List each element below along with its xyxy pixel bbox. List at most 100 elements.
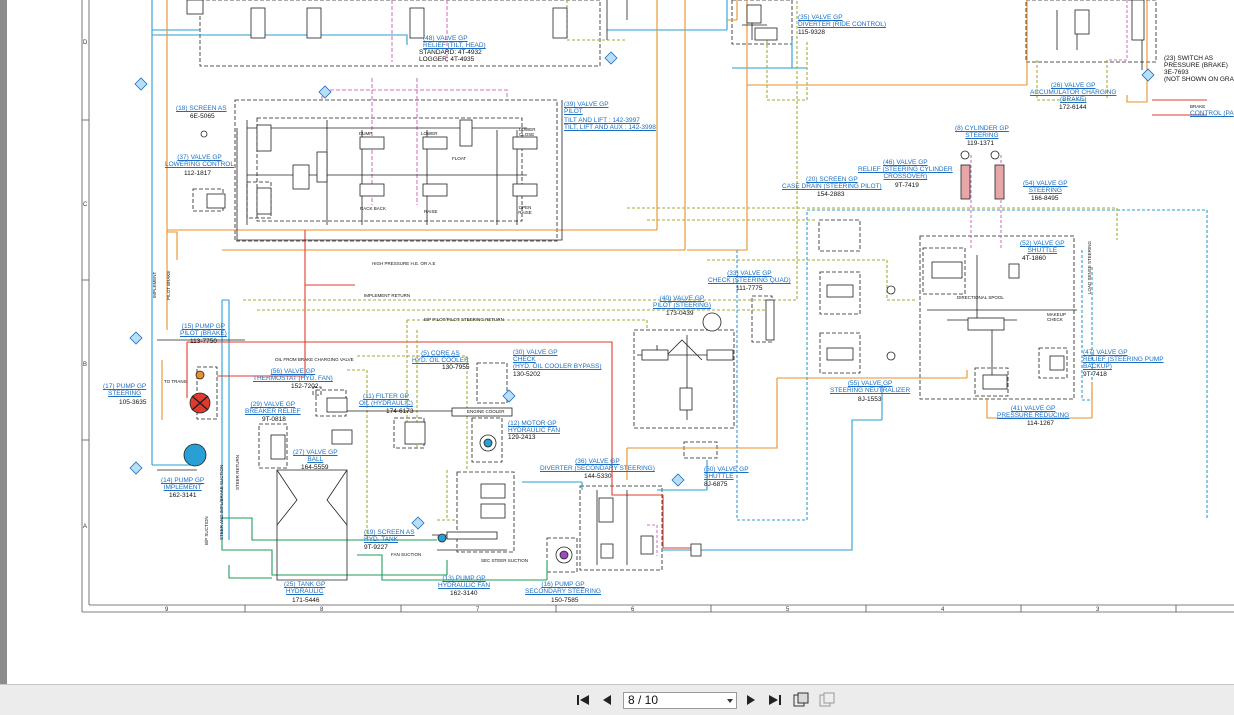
pn-55: 8J-1553 [858, 396, 882, 403]
page-number-select[interactable]: 8 / 10 [623, 692, 737, 709]
note-lower: LOWER [421, 131, 438, 136]
pn-20: 154-2883 [817, 191, 845, 198]
note-bp-pilot: B/P PILOT/PILOT STEERING RETURN [424, 317, 504, 322]
page-number-value: 8 / 10 [628, 693, 659, 707]
pn-15: 113-7750 [190, 338, 217, 345]
note-load-sense: LOAD SENSE STEERING [1087, 240, 1092, 294]
pn-13: 162-3140 [450, 590, 478, 597]
pn-17: 105-3635 [119, 399, 147, 406]
grid-row-a: A [83, 524, 87, 530]
label-control[interactable]: CONTROL (PA [1190, 110, 1234, 117]
note-brake: BRAKE [1190, 104, 1206, 109]
note-implement: IMPLEMENT [152, 271, 157, 298]
pn-27: 164-5559 [301, 464, 329, 471]
note-oil-brake: OIL FROM BRAKE CHARGING VALVE [275, 357, 354, 362]
next-page-icon [747, 695, 755, 705]
hydraulic-schematic: D C B A 9 8 7 6 5 4 3 [81, 0, 1234, 613]
grid-row-b: B [83, 362, 87, 368]
pn-50: 8J-6875 [704, 481, 728, 488]
pn-16: 150-7585 [551, 597, 579, 604]
pn-54: 166-8495 [1031, 195, 1059, 202]
last-page-icon [769, 695, 781, 705]
pn-19: 9T-9227 [364, 544, 388, 551]
pn-35: 115-9328 [798, 29, 825, 36]
pn-46: 9T-7419 [895, 182, 919, 189]
note-float: FLOAT [452, 156, 467, 161]
pn-56: 152-7202 [291, 383, 319, 390]
note-directional-spool: DIRECTIONAL SPOOL [957, 295, 1004, 300]
grid-col-4: 4 [941, 607, 945, 613]
fit-width-button[interactable] [818, 691, 836, 709]
pn-25: 171-5446 [292, 597, 320, 604]
pn-5: 130-7955 [442, 364, 470, 371]
chevron-down-icon [727, 699, 733, 703]
note-bp-suction: B/P SUCTION [204, 516, 209, 545]
note-open-raise: OPEN RAISE [518, 205, 532, 215]
pn-14: 162-3141 [169, 492, 197, 499]
last-page-button[interactable] [766, 691, 784, 709]
note-fan-suction: FAN SUCTION [391, 552, 422, 557]
fit-width-icon [819, 692, 835, 707]
pn-29: 9T-0818 [262, 416, 286, 423]
fit-page-icon [793, 692, 809, 707]
pn-39a: TILT AND LIFT : 142-3997 [564, 117, 640, 124]
grid-row-c: C [83, 202, 88, 208]
note-makeup-check: MAKEUP CHECK [1047, 312, 1066, 322]
grid-col-5: 5 [786, 607, 790, 613]
note-steer-return: STEER RETURN [235, 454, 240, 490]
pn-11: 174-6173 [386, 408, 414, 415]
pn-30: 130-5202 [513, 371, 541, 378]
pn-52: 4T-1860 [1022, 255, 1046, 262]
grid-col-3: 3 [1096, 607, 1100, 613]
next-page-button[interactable] [742, 691, 760, 709]
note-raise: RAISE [424, 209, 438, 214]
grid-col-7: 7 [476, 607, 480, 613]
label-18[interactable]: (18) SCREEN AS [176, 105, 227, 112]
pn-47: 9T-7418 [1083, 371, 1107, 378]
previous-page-button[interactable] [598, 691, 616, 709]
pn-40: 173-0439 [666, 310, 694, 317]
first-page-button[interactable] [574, 691, 592, 709]
fit-page-button[interactable] [792, 691, 810, 709]
first-page-icon [577, 695, 589, 705]
grid-col-8: 8 [320, 607, 324, 613]
pn-26: 172-6144 [1059, 104, 1087, 111]
pn-36: 144-5330 [584, 473, 612, 480]
note-engine-cooler: ENGINE COOLER [467, 409, 505, 414]
